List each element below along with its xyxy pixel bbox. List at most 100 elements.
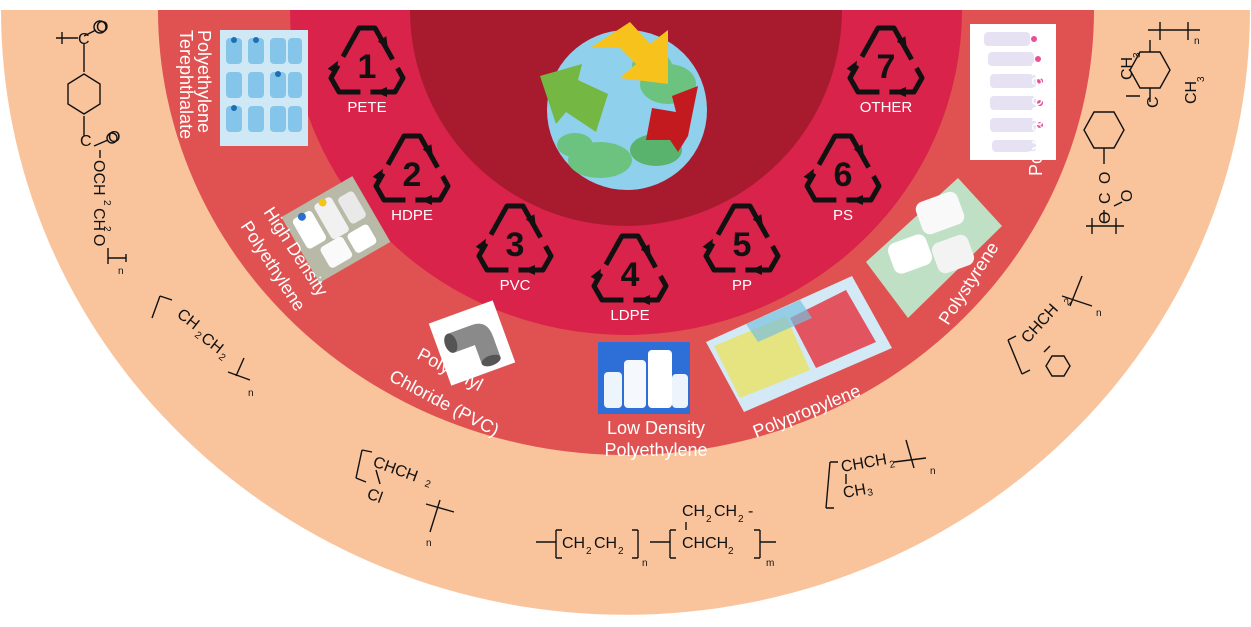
recycle-code-number: 3 bbox=[506, 226, 525, 264]
formula-ldpe-chch: CHCH bbox=[682, 535, 728, 552]
plastic-label-pc: Polycarbonate bbox=[1026, 61, 1046, 176]
formula-hdpe-n: n bbox=[248, 388, 254, 399]
recycle-arrowhead-icon bbox=[853, 144, 864, 158]
formula-pp-n: n bbox=[930, 466, 936, 477]
formula-hdpe-sub2: 2 bbox=[216, 352, 228, 364]
recycle-arrowhead-icon bbox=[803, 168, 814, 182]
formula-pp-ch3: CH bbox=[842, 481, 868, 502]
formula-pet-c2: C bbox=[80, 133, 92, 150]
recycle-arrowhead-icon bbox=[851, 195, 863, 205]
formula-pvc-cl: Cl bbox=[365, 486, 385, 507]
formula-pet-o3: O bbox=[90, 234, 107, 246]
pvc-elbow-image bbox=[428, 300, 516, 386]
formula-pp bbox=[825, 439, 927, 509]
recycle-code-pp: 5PP bbox=[702, 203, 781, 294]
pc-baby-bottles-image bbox=[970, 24, 1056, 160]
plastic-label-ldpe-line2: Polyethylene bbox=[604, 440, 707, 460]
formula-ldpe-ch3: CH bbox=[682, 503, 705, 520]
pp-containers-image bbox=[706, 276, 892, 412]
formula-pp-sub1: 2 bbox=[889, 459, 897, 471]
recycle-arrowhead-icon bbox=[896, 36, 907, 50]
recycle-triangle-icon bbox=[373, 133, 451, 203]
formula-pc-o2: O bbox=[1119, 190, 1136, 202]
formula-pet bbox=[56, 20, 127, 264]
recycle-arrowhead-icon bbox=[752, 214, 763, 228]
recycle-code-abbreviation: HDPE bbox=[391, 207, 433, 224]
formula-pc-n: n bbox=[1194, 36, 1200, 47]
recycle-arrowhead-icon bbox=[525, 214, 536, 228]
formula-pc-ch3-a: CH bbox=[1119, 57, 1136, 80]
recycle-arrowhead-icon bbox=[846, 60, 857, 74]
formula-ldpe bbox=[536, 522, 776, 559]
formula-ldpe-sub3: 2 bbox=[706, 514, 712, 525]
recycle-arrowhead-icon bbox=[750, 265, 762, 275]
formula-ldpe-ch1: CH bbox=[562, 535, 585, 552]
formula-pet-o2: O bbox=[108, 129, 120, 146]
formula-pvc bbox=[355, 449, 455, 533]
recycle-arrowhead-icon bbox=[702, 238, 713, 252]
recycle-code-abbreviation: OTHER bbox=[860, 99, 913, 116]
recycle-code-abbreviation: LDPE bbox=[610, 307, 649, 324]
formula-pc-c1: C bbox=[1145, 96, 1162, 108]
recycle-arrowhead-icon bbox=[590, 268, 601, 282]
formula-ldpe-ch2: CH bbox=[594, 535, 617, 552]
formula-ldpe-n: n bbox=[642, 558, 648, 569]
formula-ldpe-dash: - bbox=[748, 503, 753, 520]
plastic-label-pet-line2: Terephthalate bbox=[176, 30, 196, 139]
recycle-arrow-yellow-icon bbox=[590, 22, 668, 84]
recycle-arrowhead-icon bbox=[327, 60, 338, 74]
recycle-triangle-icon bbox=[476, 203, 554, 273]
recycle-arrow-red-icon bbox=[646, 86, 698, 152]
formula-pc-sub-b: 3 bbox=[1196, 76, 1207, 82]
recycle-code-number: 5 bbox=[733, 226, 752, 264]
formula-pc-c2: C bbox=[1097, 192, 1114, 204]
formula-ldpe-sub1: 2 bbox=[586, 546, 592, 557]
pete-bottles-image bbox=[220, 30, 308, 146]
recycle-arrowhead-icon bbox=[638, 295, 650, 305]
formula-ldpe-sub5: 2 bbox=[728, 546, 734, 557]
recycle-arrowhead-icon bbox=[420, 195, 432, 205]
recycle-arrowhead-icon bbox=[422, 144, 433, 158]
formula-pc bbox=[1083, 22, 1200, 234]
recycle-code-abbreviation: PS bbox=[833, 207, 853, 224]
recycle-code-number: 4 bbox=[621, 256, 640, 294]
recycle-arrow-green-icon bbox=[540, 64, 608, 132]
plastic-label-pet-line1: Polyethylene bbox=[194, 30, 214, 133]
globe-icon bbox=[540, 22, 707, 190]
recycle-triangle-icon bbox=[804, 133, 882, 203]
recycle-code-number: 2 bbox=[403, 156, 422, 194]
recycle-code-abbreviation: PETE bbox=[347, 99, 386, 116]
recycle-triangle-icon bbox=[847, 25, 925, 95]
formula-ldpe-sub2: 2 bbox=[618, 546, 624, 557]
recycle-arrowhead-icon bbox=[640, 244, 651, 258]
recycle-arrowhead-icon bbox=[523, 265, 535, 275]
recycle-code-number: 1 bbox=[358, 48, 377, 86]
recycle-code-abbreviation: PVC bbox=[500, 277, 531, 294]
recycle-code-ps: 6PS bbox=[803, 133, 882, 224]
recycle-triangle-icon bbox=[703, 203, 781, 273]
recycle-triangle-icon bbox=[328, 25, 406, 95]
formula-pvc-sub: 2 bbox=[423, 478, 432, 490]
hdpe-containers-image bbox=[281, 176, 391, 283]
formula-pet-sub1: 2 bbox=[101, 200, 112, 206]
formula-pc-sub-a: 3 bbox=[1132, 52, 1143, 58]
recycle-arrowhead-icon bbox=[894, 87, 906, 97]
formula-pvc-n: n bbox=[426, 538, 432, 549]
formula-pet-och: OCH bbox=[90, 160, 107, 196]
formula-pet-sub2: 2 bbox=[101, 226, 112, 232]
formula-pc-o1: O bbox=[1097, 172, 1114, 184]
formula-ldpe-m: m bbox=[766, 558, 774, 569]
formula-pp-sub2: 3 bbox=[867, 487, 875, 499]
formula-pet-c1: C bbox=[78, 31, 90, 48]
formula-pet-n: n bbox=[118, 266, 124, 277]
formula-pet-o1: O bbox=[96, 19, 108, 36]
top-margin bbox=[0, 0, 1251, 10]
recycle-code-number: 7 bbox=[877, 48, 896, 86]
formula-pc-ch3-b: CH bbox=[1183, 81, 1200, 104]
recycle-arrowhead-icon bbox=[375, 87, 387, 97]
